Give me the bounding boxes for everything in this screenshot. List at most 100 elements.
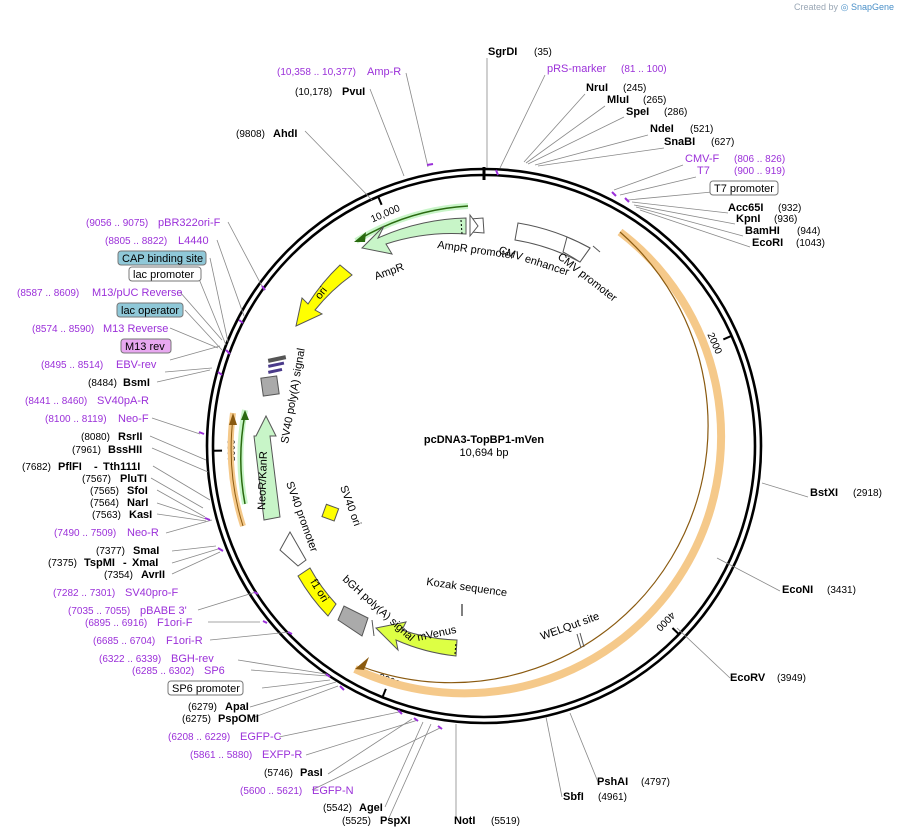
sv40-promoter-shape (279, 530, 307, 567)
enzyme-kpni-pos: (936) (774, 214, 797, 225)
primer-m13-reverse: M13 Reverse (103, 323, 168, 335)
tick-mark (381, 688, 387, 698)
enzyme-ahdi: AhdI (273, 128, 297, 140)
enzyme-pflfi-pos: (7682) (22, 462, 51, 473)
enzyme-pvui: PvuI (342, 86, 365, 98)
enzyme-sfoi-pos: (7565) (90, 486, 119, 497)
enzyme-nrui-pos: (245) (623, 83, 646, 94)
tick-mark (671, 627, 680, 635)
plasmid-name: pcDNA3-TopBP1-mVen (424, 434, 544, 446)
primer-ebv-rev-range: (8495 .. 8514) (41, 360, 103, 371)
sv40-polya-box (260, 375, 280, 397)
topbp1-arc-arrow (355, 657, 369, 670)
feature-label-ori: ori (313, 285, 330, 302)
enzyme-pspxi: PspXI (380, 815, 411, 827)
enzyme-apai-pos: (6279) (188, 702, 217, 713)
enzyme-pspomi-pos: (6275) (182, 714, 211, 725)
primer-l4440-range: (8805 .. 8822) (105, 236, 167, 247)
neo-green-arrow (241, 410, 249, 420)
ampr-promoter-arrow-icon (469, 213, 479, 238)
ampr-green-arrow (354, 232, 366, 242)
enzyme-bsshii-pos: (7961) (72, 445, 101, 456)
primer-prs-marker: pRS-marker (547, 63, 607, 75)
neor-kanr-feature (253, 414, 281, 521)
enzyme-tth111i: Tth111I (103, 461, 140, 473)
welqut-tick1 (576, 633, 582, 649)
primer-cmv-f-range: (806 .. 826) (734, 154, 785, 165)
primer-neo-r-range: (7490 .. 7509) (54, 528, 116, 539)
tick-mark (722, 334, 732, 341)
enzyme-bamhi-pos: (944) (797, 226, 820, 237)
topbp1-arc (353, 228, 726, 698)
bgh-polya-box (337, 605, 369, 637)
primer-sp6-range: (6285 .. 6302) (132, 666, 194, 677)
box-lac-promoter-label: lac promoter (133, 269, 194, 281)
primer-f1ori-r-range: (6685 .. 6704) (93, 636, 155, 647)
enzyme-spei: SpeI (626, 106, 649, 118)
primer-l4440: L4440 (178, 235, 209, 247)
cmv-tail (592, 245, 601, 253)
enzyme-rsrii: RsrII (118, 431, 142, 443)
primer-marks (198, 163, 630, 730)
primer-bgh-rev-range: (6322 .. 6339) (99, 654, 161, 665)
enzyme-pluti: PluTI (120, 473, 147, 485)
primer-f1ori-f: F1ori-F (157, 617, 193, 629)
primer-exfp-r-range: (5861 .. 5880) (190, 750, 252, 761)
f1-ori-feature (297, 567, 337, 617)
primer-t7-range: (900 .. 919) (734, 166, 785, 177)
enzyme-tspmi: TspMI (84, 557, 115, 569)
enzyme-ecorv-pos: (3949) (777, 673, 806, 684)
enzyme-pvui-pos: (10,178) (295, 87, 332, 98)
enzyme-labels-right: SgrDI (35) NruI (245) MluI (265) SpeI (2… (454, 46, 882, 827)
welqut-tick2 (579, 632, 585, 648)
enzyme-apai: ApaI (225, 701, 249, 713)
enzyme-ecori-pos: (1043) (796, 238, 825, 249)
feature-label-sv40-ori: SV40 ori (337, 484, 363, 528)
enzyme-avrii: AvrII (141, 569, 165, 581)
enzyme-avrii-pos: (7354) (104, 570, 133, 581)
primer-m13-reverse-range: (8574 .. 8590) (32, 324, 94, 335)
primer-exfp-r: EXFP-R (262, 749, 302, 761)
feature-label-neor: NeoR/KanR (256, 451, 270, 510)
ampr-green-arc-line (357, 205, 469, 241)
enzyme-kpni: KpnI (736, 213, 760, 225)
box-t7-promoter-label: T7 promoter (714, 183, 774, 195)
box-sp6-promoter-label: SP6 promoter (172, 683, 240, 695)
box-cap-binding-site (117, 250, 207, 266)
primer-cmv-f: CMV-F (685, 153, 720, 165)
enzyme-acc65i: Acc65I (728, 202, 763, 214)
topbp1-arc-line (359, 231, 709, 684)
bgh-tick (371, 619, 375, 637)
credit-prefix: Created by (794, 2, 839, 12)
left-orange-arc-arrow (229, 413, 237, 425)
enzyme-rsrii-pos: (8080) (81, 432, 110, 443)
enzyme-pshai: PshAI (597, 776, 628, 788)
box-t7-promoter (709, 180, 779, 196)
enzyme-ecorv: EcoRV (730, 672, 766, 684)
enzyme-pspomi: PspOMI (218, 713, 259, 725)
box-cap-binding-site-label: CAP binding site (122, 253, 203, 265)
enzyme-bsmi: BsmI (123, 377, 150, 389)
box-m13-rev (120, 338, 172, 354)
box-lac-promoter (128, 266, 202, 282)
primer-sv40pro-f-range: (7282 .. 7301) (53, 588, 115, 599)
enzyme-bsshii: BssHII (108, 444, 142, 456)
sv40-polya-mark1 (267, 355, 287, 363)
sv40-ori-box (321, 503, 340, 522)
tick-mark (377, 196, 383, 206)
enzyme-sbfi-pos: (4961) (598, 792, 627, 803)
primer-neo-r: Neo-R (127, 527, 159, 539)
enzyme-pflfi: PflFI (58, 461, 82, 473)
ampr-feature (360, 217, 467, 255)
enzyme-smai: SmaI (133, 545, 159, 557)
mvenus-feature (374, 621, 458, 657)
enzyme-pspxi-pos: (5525) (342, 816, 371, 827)
enzyme-xmai-dash: - (123, 557, 127, 569)
enzyme-pshai-pos: (4797) (641, 777, 670, 788)
enzyme-ecori: EcoRI (752, 237, 783, 249)
enzyme-snabi-pos: (627) (711, 137, 734, 148)
enzyme-snabi: SnaBI (664, 136, 695, 148)
enzyme-kasi-pos: (7563) (92, 510, 121, 521)
enzyme-sbfi: SbfI (563, 791, 584, 803)
